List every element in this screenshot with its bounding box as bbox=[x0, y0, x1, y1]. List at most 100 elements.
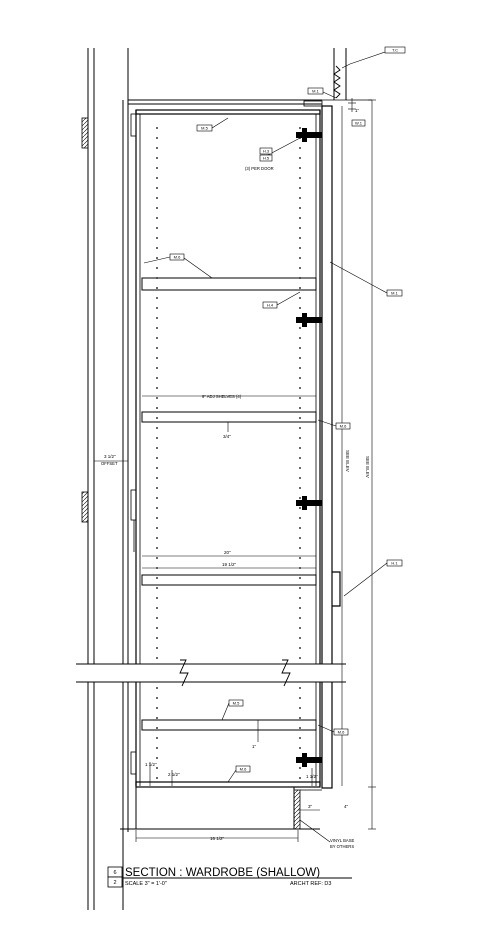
shelf-pin-hole bbox=[156, 407, 158, 409]
shelf-pin-hole bbox=[156, 147, 158, 149]
dim-door-height: SEE ELEV bbox=[345, 450, 350, 472]
shelf-pin-hole bbox=[299, 377, 301, 379]
shelf-pin-hole bbox=[299, 717, 301, 719]
shelf-1 bbox=[141, 277, 317, 291]
wall-blocking-lower bbox=[81, 491, 89, 523]
shelf-pin-hole bbox=[299, 247, 301, 249]
shelf-pin-hole bbox=[299, 497, 301, 499]
wall-structure bbox=[81, 48, 347, 910]
shelf-pin-hole bbox=[299, 277, 301, 279]
shelf-pin-hole bbox=[156, 727, 158, 729]
shelf-pin-hole bbox=[156, 237, 158, 239]
shelf-pin-hole bbox=[299, 197, 301, 199]
shelf-pin-hole bbox=[156, 257, 158, 259]
shelf-pin-hole bbox=[299, 207, 301, 209]
svg-text:H.3: H.3 bbox=[263, 149, 270, 154]
shelves bbox=[141, 277, 317, 731]
shelf-pin-hole bbox=[156, 227, 158, 229]
note-offset: OFFSET bbox=[101, 461, 118, 466]
tag-shelf-upper: M.6 bbox=[169, 253, 185, 261]
shelf-pin-hole bbox=[156, 517, 158, 519]
title-sheet-box bbox=[107, 876, 123, 888]
shelf-pin-hole bbox=[299, 237, 301, 239]
shelf-pin-hole bbox=[156, 137, 158, 139]
svg-text:M.6: M.6 bbox=[174, 255, 181, 260]
svg-text:M.6: M.6 bbox=[240, 767, 247, 772]
shelf-4 bbox=[141, 719, 317, 731]
shelf-pin-hole bbox=[299, 407, 301, 409]
shelf-3 bbox=[141, 574, 317, 586]
shelf-pin-hole bbox=[299, 187, 301, 189]
shelf-pin-hole bbox=[156, 707, 158, 709]
ceiling-head bbox=[128, 65, 372, 107]
dim-overall-height: SEE ELEV bbox=[365, 456, 370, 478]
shelf-pin-hole bbox=[299, 227, 301, 229]
shelf-pin-hole bbox=[156, 737, 158, 739]
shelf-pin-hole bbox=[156, 197, 158, 199]
shelf-pin-hole bbox=[156, 267, 158, 269]
door-panel bbox=[321, 105, 333, 789]
hinge-icon bbox=[296, 496, 322, 510]
shelf-pin-hole bbox=[156, 637, 158, 639]
shelf-pin-hole bbox=[299, 487, 301, 489]
shelf-pin-hole bbox=[156, 777, 158, 779]
shelf-pin-hole bbox=[156, 307, 158, 309]
tag-base-panel: M.6 bbox=[235, 765, 251, 773]
shelf-pin-hole bbox=[299, 657, 301, 659]
shelf-pin-hole bbox=[156, 507, 158, 509]
back-cleat-mid bbox=[130, 489, 137, 521]
tag-hinge-a: H.3 bbox=[259, 147, 273, 155]
svg-text:H.5: H.5 bbox=[263, 156, 270, 161]
shelf-pin-hole bbox=[156, 247, 158, 249]
tag-head-right: W.1 bbox=[351, 119, 366, 127]
shelf-pin-hole bbox=[156, 357, 158, 359]
shelf-pin-hole bbox=[156, 557, 158, 559]
shelf-pin-hole bbox=[156, 757, 158, 759]
shelf-pin-hole bbox=[156, 617, 158, 619]
tag-top-right: T.C bbox=[384, 46, 406, 54]
shelf-pin-hole bbox=[299, 257, 301, 259]
svg-text:H.1: H.1 bbox=[391, 561, 398, 566]
shelf-pin-hole bbox=[299, 357, 301, 359]
dim-shelf-thk: 1" bbox=[252, 744, 257, 749]
shelf-pin-hole bbox=[156, 397, 158, 399]
tag-head-left: M.1 bbox=[307, 87, 324, 95]
shelf-pin-hole bbox=[156, 597, 158, 599]
dim-base-height: 4" bbox=[344, 804, 349, 809]
shelf-pin-hole bbox=[299, 297, 301, 299]
shelf-pin-hole bbox=[299, 637, 301, 639]
hinge-icon bbox=[296, 313, 322, 327]
shelf-pin-hole bbox=[156, 387, 158, 389]
dim-shelf-width: 19 1/2" bbox=[222, 562, 237, 567]
shelf-pin-hole bbox=[299, 517, 301, 519]
shelf-pin-hole bbox=[299, 607, 301, 609]
shelf-pin-hole bbox=[156, 367, 158, 369]
shelf-pin-hole bbox=[299, 747, 301, 749]
shelf-pin-hole bbox=[156, 447, 158, 449]
shelf-pin-hole bbox=[299, 767, 301, 769]
shelf-pin-hole bbox=[156, 587, 158, 589]
shelf-pin-hole bbox=[156, 437, 158, 439]
shelf-pin-hole bbox=[299, 337, 301, 339]
tag-fixed-shelf: M.5 bbox=[228, 699, 244, 707]
note-vinyl-base: VINYL BASE bbox=[330, 838, 354, 843]
svg-text:M.6: M.6 bbox=[338, 730, 345, 735]
dim-top-gap: 1" bbox=[355, 108, 360, 113]
shelf-pin-hole bbox=[156, 657, 158, 659]
shelf-pin-hole bbox=[156, 167, 158, 169]
dim-bottom-gap: 1 1/2" bbox=[145, 762, 157, 767]
wall-blocking-upper bbox=[81, 117, 89, 149]
svg-text:T.C: T.C bbox=[392, 48, 398, 53]
shelf-pin-hole bbox=[299, 617, 301, 619]
shelf-pin-hole bbox=[156, 297, 158, 299]
tag-pull: H.1 bbox=[386, 559, 403, 567]
shelf-pin-hole bbox=[299, 217, 301, 219]
hinges bbox=[296, 128, 322, 767]
svg-text:M.5: M.5 bbox=[201, 126, 208, 131]
shelf-pin-hole bbox=[299, 537, 301, 539]
shelf-pin-hole bbox=[156, 747, 158, 749]
shelf-pin-hole bbox=[299, 737, 301, 739]
shelf-pin-hole bbox=[299, 167, 301, 169]
shelf-pin-hole bbox=[299, 627, 301, 629]
